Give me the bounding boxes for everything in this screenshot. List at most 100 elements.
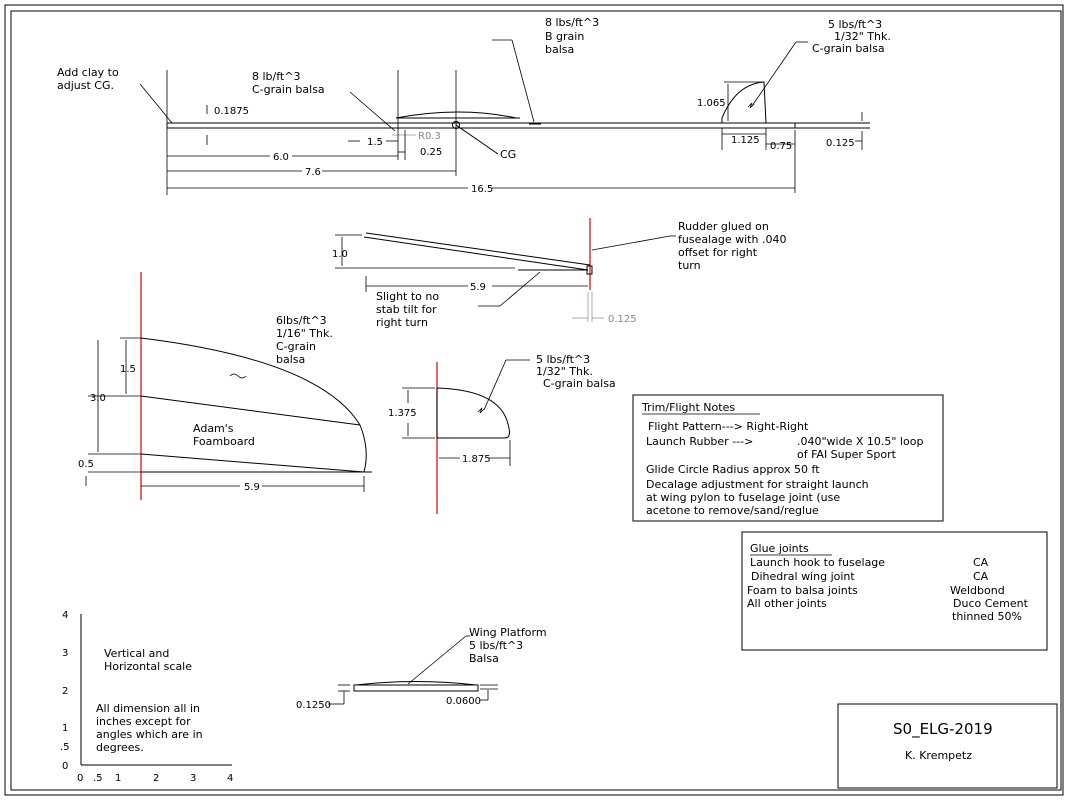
scale-note-4: degrees. [96,741,144,754]
scale-x-half: .5 [93,773,103,784]
stab-grain-icon [477,407,485,414]
dim-5-9-wing: 5.9 [244,482,260,493]
dim-6-0: 6.0 [273,152,289,163]
glue-heading: Glue joints [750,542,809,555]
foam-label-line1: Adam's [193,422,234,435]
pylon-material-line3: balsa [545,43,574,56]
dim-1-5-wing: 1.5 [120,364,136,375]
scale-note-3: angles which are in [96,728,203,741]
scale-y-3: 3 [62,648,68,659]
glue-extra: thinned 50% [952,610,1022,623]
dim-1-375: 1.375 [388,408,417,419]
dim-1-125: 1.125 [731,135,760,146]
title-block: S0_ELG-2019 K. Krempetz [837,703,1058,789]
wing-leading-edge [140,337,361,426]
trim-notes-heading: Trim/Flight Notes [641,401,735,414]
glue-joint-2: Dihedral wing joint [751,570,855,583]
rudder-note-line1: Rudder glued on [678,220,769,233]
wing-grain-icon [229,373,247,379]
glue-type-2: CA [973,570,989,583]
dim-0-25: 0.25 [420,147,442,158]
stab-note-line1: Slight to no [376,290,439,303]
trim-notes-panel: Trim/Flight Notes Flight Pattern---> Rig… [632,394,944,522]
dim-5-9-top: 5.9 [470,282,486,293]
top-view: 1.0 5.9 0.125 Rudder glued on fusealage … [332,218,786,329]
clay-note-line2: adjust CG. [57,79,114,92]
trim-line-1: Flight Pattern---> Right-Right [648,420,809,433]
scale-x-1: 1 [115,773,121,784]
rudder-note-line2: fusealage with .040 [678,233,786,246]
glue-joint-1: Launch hook to fuselage [750,556,885,569]
platform-view: Wing Platform 5 lbs/ft^3 Balsa 0.1250 0.… [296,626,547,711]
scale-label-1: Vertical and [104,647,169,660]
dim-1-5-side: 1.5 [367,137,383,148]
dim-0-125-side: 0.125 [826,138,855,149]
dim-0-1250: 0.1250 [296,700,331,711]
fin-material-line3: C-grain balsa [812,42,885,55]
fin-material-line1: 5 lbs/ft^3 [828,18,882,31]
scale-label-2: Horizontal scale [104,660,192,673]
dim-7-6: 7.6 [305,167,321,178]
scale-x-0: 0 [77,773,83,784]
scale-note-1: All dimension all in [96,702,200,715]
outer-border [4,4,1064,796]
trim-line-6: acetone to remove/sand/reglue [646,504,819,517]
dim-0-0600: 0.0600 [446,696,481,707]
platform-label-1: Wing Platform [469,626,547,639]
rudder-note-line3: offset for right [678,246,758,259]
stab-material-line3: C-grain balsa [543,377,616,390]
drawing-id: S0_ELG-2019 [893,720,993,739]
scale-x-4: 4 [227,773,233,784]
stab-outline [436,387,510,439]
scale-y-4: 4 [62,610,68,621]
wing-view: 1.5 3.0 0.5 5.9 Adam's Foamboard 6lbs/ft… [78,272,372,500]
trim-line-4: Decalage adjustment for straight launch [646,478,869,491]
scale-y-half: .5 [60,742,70,753]
stab-material-line1: 5 lbs/ft^3 [536,353,590,366]
trim-line-3: Glide Circle Radius approx 50 ft [646,463,820,476]
stab-view: 1.375 1.875 5 lbs/ft^3 1/32" Thk. C-grai… [388,353,616,514]
scale-view: 4 3 2 1 .5 0 0 .5 1 2 3 4 Vertical and H… [60,610,233,784]
platform-label-2: 5 lbs/ft^3 [469,639,523,652]
cg-label: CG [500,148,516,161]
fin-profile [721,81,767,124]
inner-border [10,10,1062,791]
wing-material-line4: balsa [276,353,305,366]
stab-material-line2: 1/32" Thk. [536,365,593,378]
author: K. Krempetz [905,749,972,762]
dim-1-065: 1.065 [697,98,726,109]
pylon-material-line1: 8 lbs/ft^3 [545,16,599,29]
clay-note-line1: Add clay to [57,66,119,79]
stab-note-line3: right turn [376,316,428,329]
dim-0-75: 0.75 [770,141,792,152]
trim-line-5: at wing pylon to fuselage joint (use [646,491,840,504]
glue-joints-panel: Glue joints Launch hook to fuselage CA D… [741,531,1048,651]
dim-0-1875: 0.1875 [214,106,249,117]
wing-material-line3: C-grain [276,340,316,353]
wing-material-line1: 6lbs/ft^3 [276,314,327,327]
fuse-material-line1: 8 lb/ft^3 [252,70,300,83]
scale-y-2: 2 [62,686,68,697]
dim-16-5: 16.5 [471,184,493,195]
glue-type-4: Duco Cement [953,597,1029,610]
scale-y-0: 0 [62,761,68,772]
glue-joint-3: Foam to balsa joints [747,584,858,597]
wing-platform-profile [395,111,517,119]
side-view: CG R0.3 0.1875 1.5 0.25 6.0 7.6 [57,16,891,195]
stab-note-line2: stab tilt for [376,303,437,316]
fuse-material-line2: C-grain balsa [252,83,325,96]
wing-material-line2: 1/16" Thk. [276,327,333,340]
platform-label-3: Balsa [469,652,499,665]
dim-1-875: 1.875 [462,454,491,465]
rudder-note-line4: turn [678,259,701,272]
scale-x-2: 2 [153,773,159,784]
dim-1-0: 1.0 [332,249,348,260]
glue-type-1: CA [973,556,989,569]
dim-0-125-top: 0.125 [608,314,637,325]
fin-material-line2: 1/32" Thk. [834,30,891,43]
pylon-material-line2: B grain [545,30,584,43]
foam-label-line2: Foamboard [193,435,255,448]
glue-type-3: Weldbond [950,584,1005,597]
scale-y-1: 1 [62,723,68,734]
